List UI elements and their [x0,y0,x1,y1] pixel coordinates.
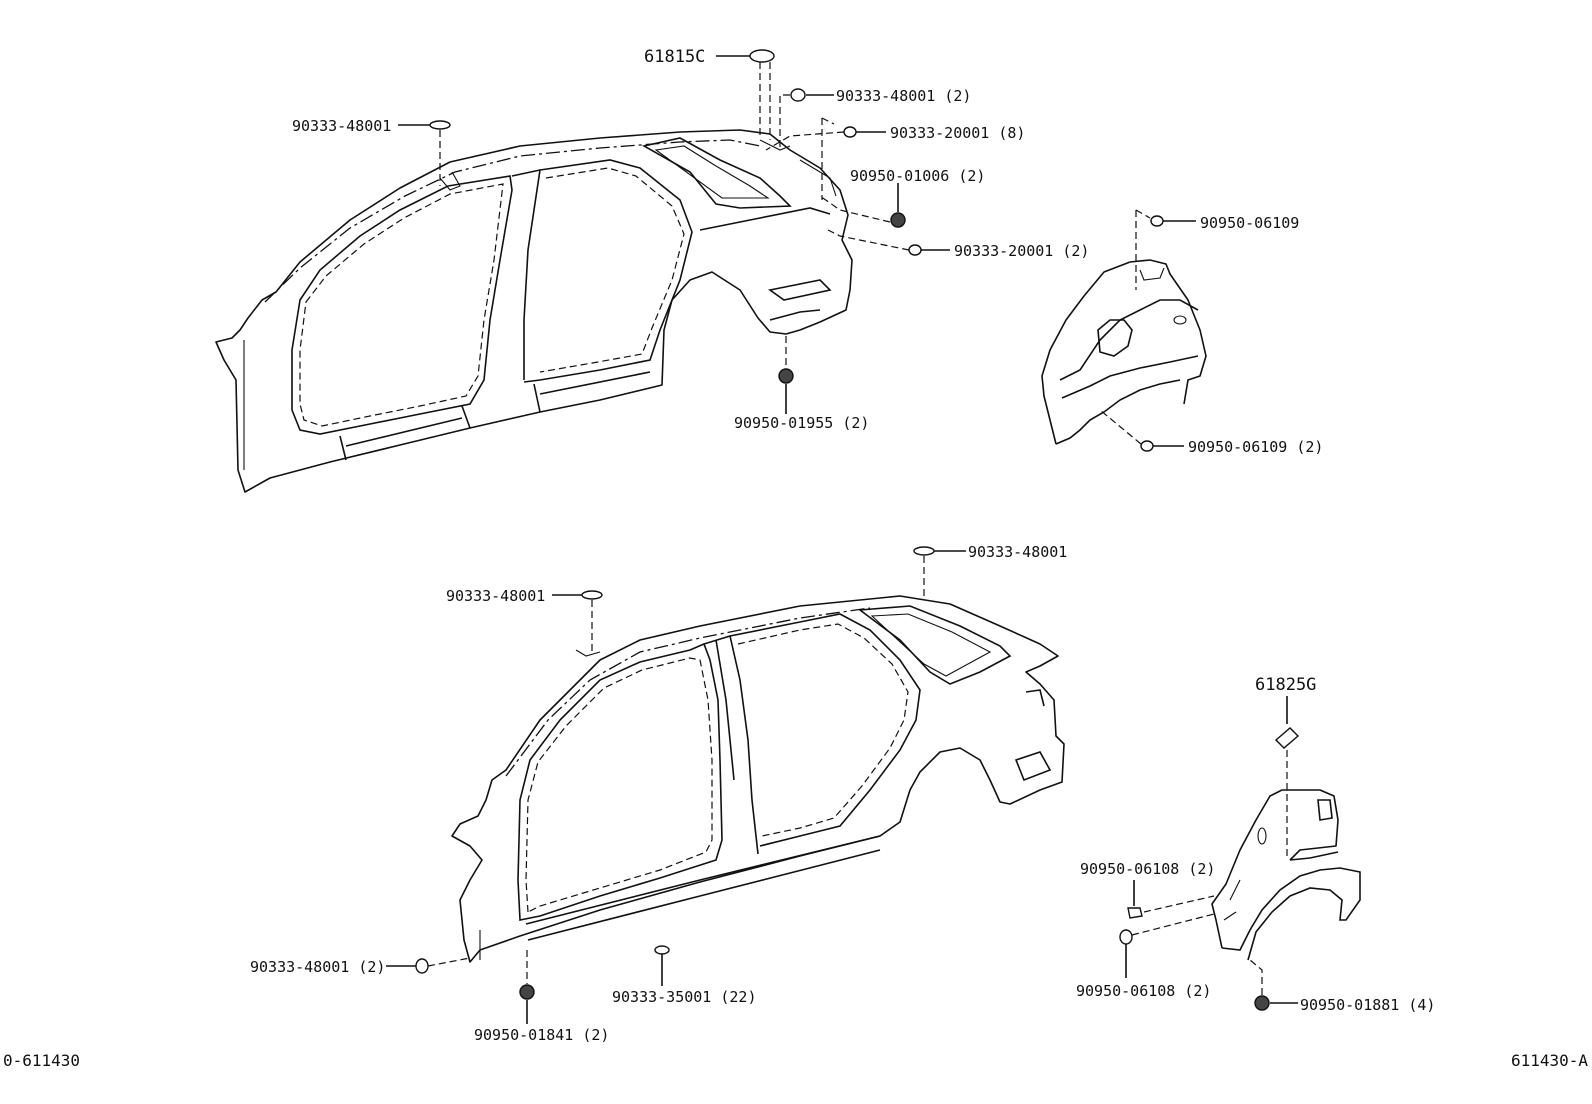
label-90333-35001-22: 90333-35001 (22) [612,988,757,1006]
plug-90950-06108-b-icon [1119,929,1133,945]
label-90950-01841-2: 90950-01841 (2) [474,1026,609,1044]
plug-90333-20001-2-icon [908,244,922,256]
plug-90333-48001-lower-mid-icon [581,590,603,600]
plug-90333-48001-lower-right-icon [913,546,935,556]
label-90333-48001-lower-mid: 90333-48001 [446,587,545,605]
lower-side-panel [451,595,1065,963]
clip-90950-01881-icon [1254,995,1270,1011]
label-90333-48001-2-top: 90333-48001 (2) [836,87,971,105]
plug-90333-48001-left-icon [429,120,451,130]
plug-90333-20001-icon [843,126,857,138]
diagram-code-left: 0-611430 [3,1051,80,1070]
label-90950-01955-2: 90950-01955 (2) [734,414,869,432]
plug-90333-48001-2-lower-icon [415,958,429,974]
seal-61825g-icon [1274,727,1300,749]
plug-90950-06109-2-icon [1140,440,1154,452]
label-90333-20001-2: 90333-20001 (2) [954,242,1089,260]
clip-90950-01841-icon [519,984,535,1000]
lower-callouts: 90333-48001 90333-48001 90333-48001 (2) … [250,543,1067,1044]
label-90950-01006-2: 90950-01006 (2) [850,167,985,185]
clip-90950-01006-icon [890,212,906,228]
diagram-code-right: 611430-A [1511,1051,1588,1070]
plug-90333-35001-icon [654,945,670,955]
label-90333-20001-8: 90333-20001 (8) [890,124,1025,142]
label-90333-48001-left: 90333-48001 [292,117,391,135]
label-90950-06109: 90950-06109 [1200,214,1299,232]
label-90950-06108-2-a: 90950-06108 (2) [1080,860,1215,878]
label-61825g: 61825G [1255,675,1316,695]
upper-side-panel [215,129,853,493]
upper-wheelhouse: 90950-06109 90950-06109 (2) [1041,209,1323,456]
upper-callouts: 61815C 90333-48001 (2) 90333-48001 90333… [292,47,1089,432]
plug-90333-48001-icon [790,88,806,102]
lower-wheelhouse: 61825G 90950-06108 (2) 90950-06108 (2) 9… [1076,675,1435,1014]
label-61815c: 61815C [644,47,705,67]
label-90950-01881-4: 90950-01881 (4) [1300,996,1435,1014]
grommet-61815c-icon [749,49,775,63]
label-90333-48001-lower-right: 90333-48001 [968,543,1067,561]
clip-90950-06108-a-icon [1127,907,1143,919]
label-90950-06109-2: 90950-06109 (2) [1188,438,1323,456]
clip-90950-01955-icon [778,368,794,384]
plug-90950-06109-icon [1150,215,1164,227]
label-90333-48001-2-lower: 90333-48001 (2) [250,958,385,976]
label-90950-06108-2-b: 90950-06108 (2) [1076,982,1211,1000]
